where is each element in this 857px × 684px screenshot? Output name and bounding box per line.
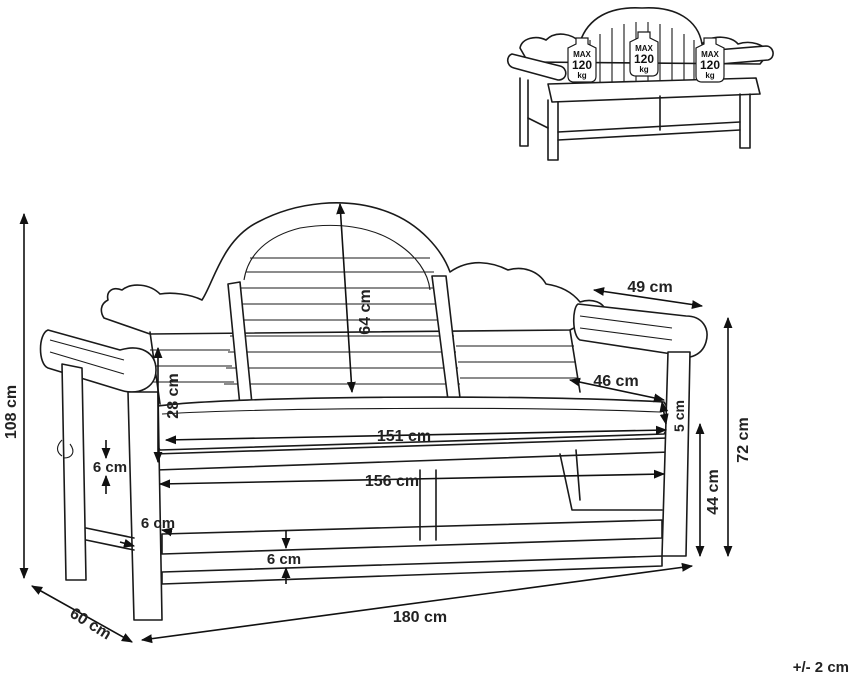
cushion-depth-label: 46 cm xyxy=(593,373,638,390)
total-height-label: 108 cm xyxy=(3,385,20,439)
weight-unit: kg xyxy=(705,71,714,80)
weight-max-label: MAX xyxy=(635,44,653,53)
leg-thickness-label: 6 cm xyxy=(93,459,127,476)
armrest-depth-label: 49 cm xyxy=(627,279,672,296)
dimension-lines xyxy=(19,202,733,644)
weight-icon-2: MAX 120 kg xyxy=(629,31,659,77)
weight-icon-1: MAX 120 kg xyxy=(567,37,597,83)
seat-back-height-label: 28 cm xyxy=(165,373,182,418)
weight-icon-3: MAX 120 kg xyxy=(695,37,725,83)
weight-value: 120 xyxy=(572,58,592,72)
bench-main xyxy=(39,202,708,621)
seat-height-label: 44 cm xyxy=(705,469,722,514)
tolerance-note: +/- 2 cm xyxy=(792,659,849,676)
cushion-thickness-label: 5 cm xyxy=(671,400,687,432)
thumbnail-bench xyxy=(506,7,774,161)
seat-width-label: 156 cm xyxy=(365,473,419,490)
weight-value: 120 xyxy=(634,52,654,66)
armrest-height-label: 72 cm xyxy=(735,417,752,462)
rail-thickness-label: 6 cm xyxy=(141,515,175,532)
weight-unit: kg xyxy=(639,65,648,74)
total-width-label: 180 cm xyxy=(393,609,447,626)
stretcher-thickness-label: 6 cm xyxy=(267,551,301,568)
weight-value: 120 xyxy=(700,58,720,72)
backrest-height-label: 64 cm xyxy=(357,289,374,334)
weight-max-label: MAX xyxy=(701,50,719,59)
weight-unit: kg xyxy=(577,71,586,80)
cushion-width-label: 151 cm xyxy=(377,428,431,445)
weight-max-label: MAX xyxy=(573,50,591,59)
dimension-labels: 108 cm 60 cm 180 cm 64 cm 49 cm 46 cm 28… xyxy=(3,279,752,643)
depth-label: 60 cm xyxy=(67,605,114,643)
